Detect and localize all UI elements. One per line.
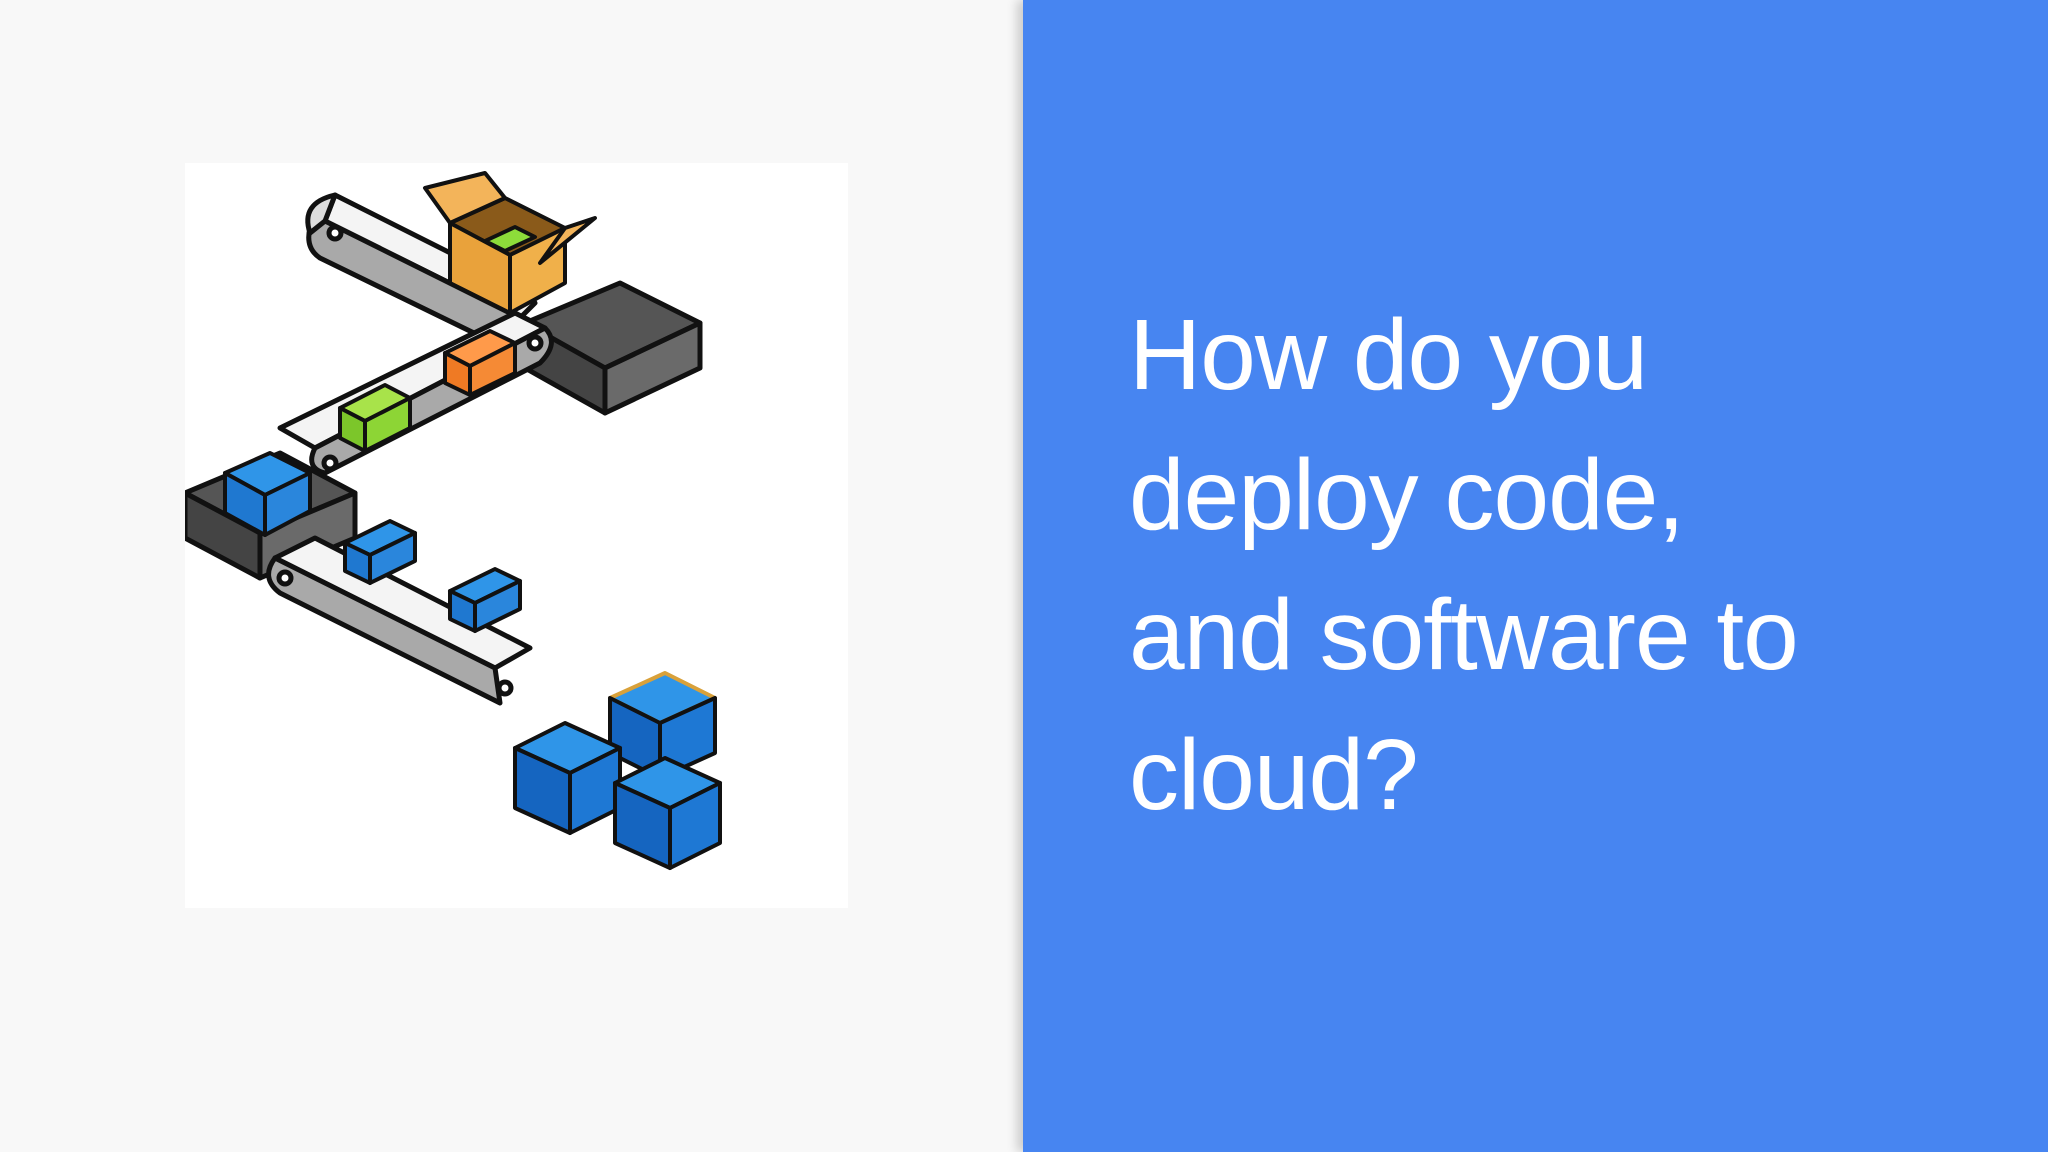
conveyor-icon [185, 171, 722, 870]
conveyor-deployment-illustration [185, 163, 848, 908]
title-line: cloud? [1129, 719, 1419, 831]
slide-title: How do you deploy code, and software to … [1129, 285, 2009, 845]
title-panel: How do you deploy code, and software to … [1023, 0, 2048, 1152]
title-line: How do you [1129, 299, 1648, 411]
title-line: and software to [1129, 579, 1799, 691]
left-panel [0, 0, 1023, 1152]
title-line: deploy code, [1129, 439, 1685, 551]
